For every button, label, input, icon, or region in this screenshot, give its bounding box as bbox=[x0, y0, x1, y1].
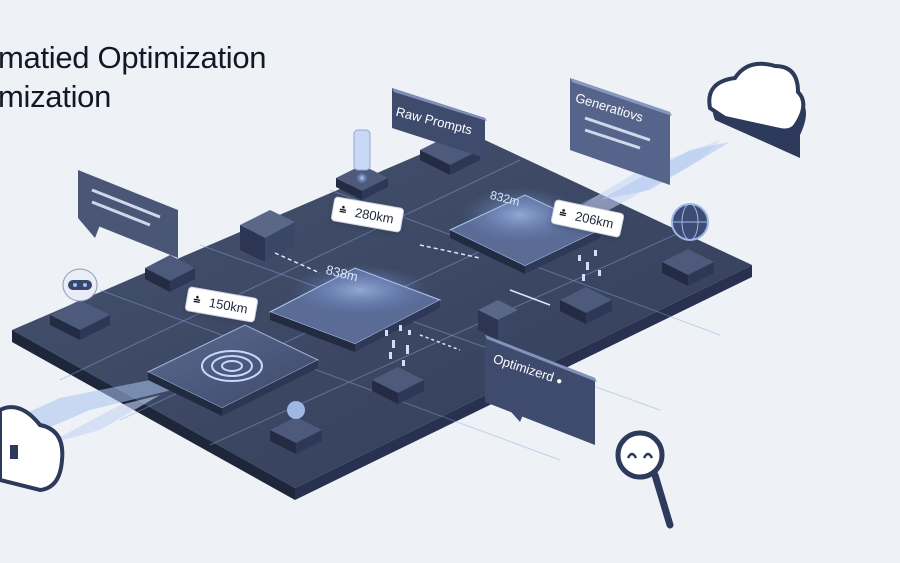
generations-panel bbox=[570, 78, 672, 185]
fingerprint-tile bbox=[146, 324, 320, 416]
flow-arrows bbox=[274, 244, 551, 351]
pedestal-bug bbox=[478, 300, 518, 340]
headline-line-2: mization bbox=[0, 79, 112, 114]
chat-bubble-icon bbox=[78, 170, 178, 258]
pedestal-center bbox=[372, 367, 424, 404]
robot-icon bbox=[62, 268, 98, 302]
pedestal-globe bbox=[662, 249, 714, 286]
pedestal-bottom bbox=[270, 401, 322, 454]
optimized-card bbox=[485, 335, 597, 445]
cloud-icon-top bbox=[707, 61, 806, 158]
particle-column-right bbox=[578, 250, 601, 281]
magnifier-icon bbox=[615, 430, 674, 529]
pedestal-top bbox=[336, 129, 388, 200]
distance-top-value: 280km bbox=[353, 204, 395, 227]
cloud-icon-bottom bbox=[0, 405, 65, 493]
globe-icon bbox=[671, 203, 709, 241]
route-icon: ⩮ bbox=[338, 202, 348, 218]
distance-right-value: 206km bbox=[573, 208, 616, 232]
raw-prompts-card bbox=[392, 88, 487, 158]
pedestal-chat bbox=[145, 255, 195, 292]
distance-left-value: 150km bbox=[207, 294, 249, 317]
pedestal-robot bbox=[50, 300, 110, 340]
route-icon: ⩮ bbox=[192, 292, 202, 308]
server-block-icon bbox=[240, 210, 295, 262]
pedestal-right bbox=[560, 287, 612, 324]
headline-line-1: matied Optimization bbox=[0, 40, 267, 75]
route-icon: ⩮ bbox=[558, 205, 569, 221]
center-data-tile bbox=[268, 265, 442, 352]
